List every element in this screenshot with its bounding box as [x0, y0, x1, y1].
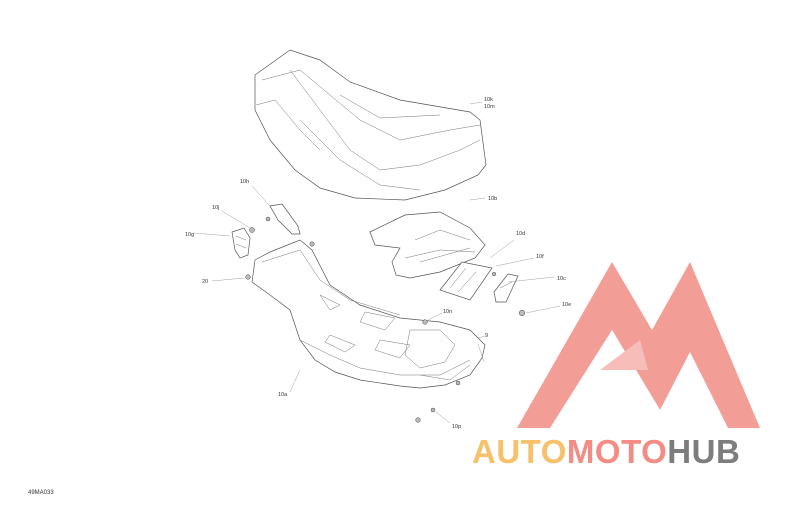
callout-10n: 10n	[443, 309, 452, 315]
bracket-left	[231, 227, 251, 259]
watermark-word-hub: HUB	[667, 433, 741, 470]
watermark-logo-mark	[517, 262, 760, 428]
diagram-reference-code: 49MA033	[28, 490, 54, 496]
callout-10p: 10p	[452, 424, 461, 430]
callout-labels: 10k 10m 10h 10b 10j 10g 10d 10f 20 10c 1…	[185, 97, 571, 430]
seat-pan	[251, 239, 486, 389]
callout-20: 20	[202, 279, 208, 285]
callout-9: 9	[485, 333, 488, 339]
callout-10d: 10d	[516, 231, 525, 237]
callout-10g: 10g	[185, 232, 194, 238]
watermark-word-auto: AUTO	[472, 433, 567, 470]
callout-10b: 10b	[488, 196, 497, 202]
watermark-word-moto: MOTO	[566, 433, 668, 470]
callout-10a: 10a	[278, 392, 288, 398]
callout-10f: 10f	[536, 254, 544, 260]
callout-10e: 10e	[562, 302, 571, 308]
callout-10j: 10j	[212, 205, 219, 211]
watermark-logo-text: AUTOMOTOHUB	[472, 433, 740, 471]
callout-10c: 10c	[557, 276, 566, 282]
pad-10d	[439, 261, 493, 301]
seat-rear-base	[369, 211, 486, 279]
callout-10h: 10h	[240, 179, 249, 185]
leader-lines	[193, 101, 561, 424]
bracket-10h	[269, 203, 301, 235]
fasteners	[245, 216, 526, 423]
callout-10k: 10k	[484, 97, 493, 103]
seat-cushion	[254, 49, 487, 201]
latch-10c	[493, 273, 519, 303]
callout-10m: 10m	[484, 104, 495, 110]
